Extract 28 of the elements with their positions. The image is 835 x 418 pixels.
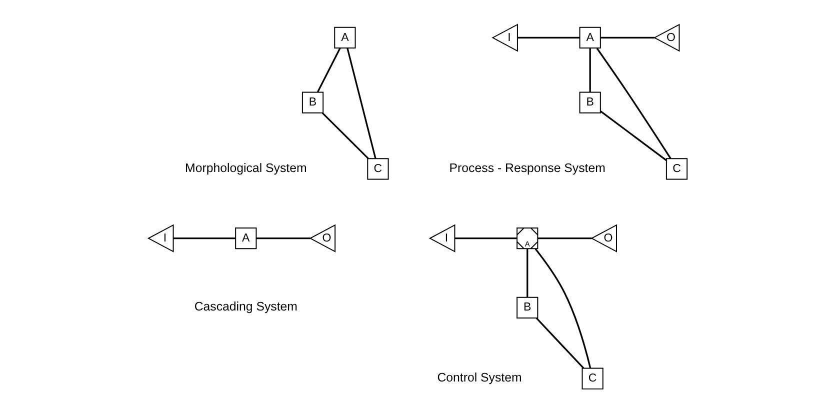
connector [600, 36, 654, 39]
node-box: C [366, 158, 388, 180]
node-box: A [578, 26, 600, 49]
node-box: B [301, 92, 324, 114]
connector [537, 237, 592, 240]
label: Morphological System [184, 160, 306, 175]
connector [534, 248, 591, 368]
node-box: B [578, 92, 600, 114]
node-box: C [665, 158, 688, 180]
label: Control System [436, 370, 522, 385]
connector [535, 318, 584, 369]
connector [588, 48, 590, 92]
node-box: A [334, 26, 356, 49]
connector [600, 110, 666, 161]
label: Process - Response System [448, 160, 605, 175]
connector [526, 248, 528, 298]
connector [346, 48, 376, 159]
connector [596, 48, 671, 159]
node-box: A [234, 228, 256, 250]
node-box: C [581, 368, 603, 390]
connector [173, 237, 235, 240]
label: Cascading System [194, 300, 297, 314]
connector [517, 36, 580, 39]
connector [316, 48, 340, 92]
connector [256, 237, 310, 240]
connector [454, 237, 516, 240]
connector [321, 112, 368, 160]
node-box: B [516, 296, 538, 318]
